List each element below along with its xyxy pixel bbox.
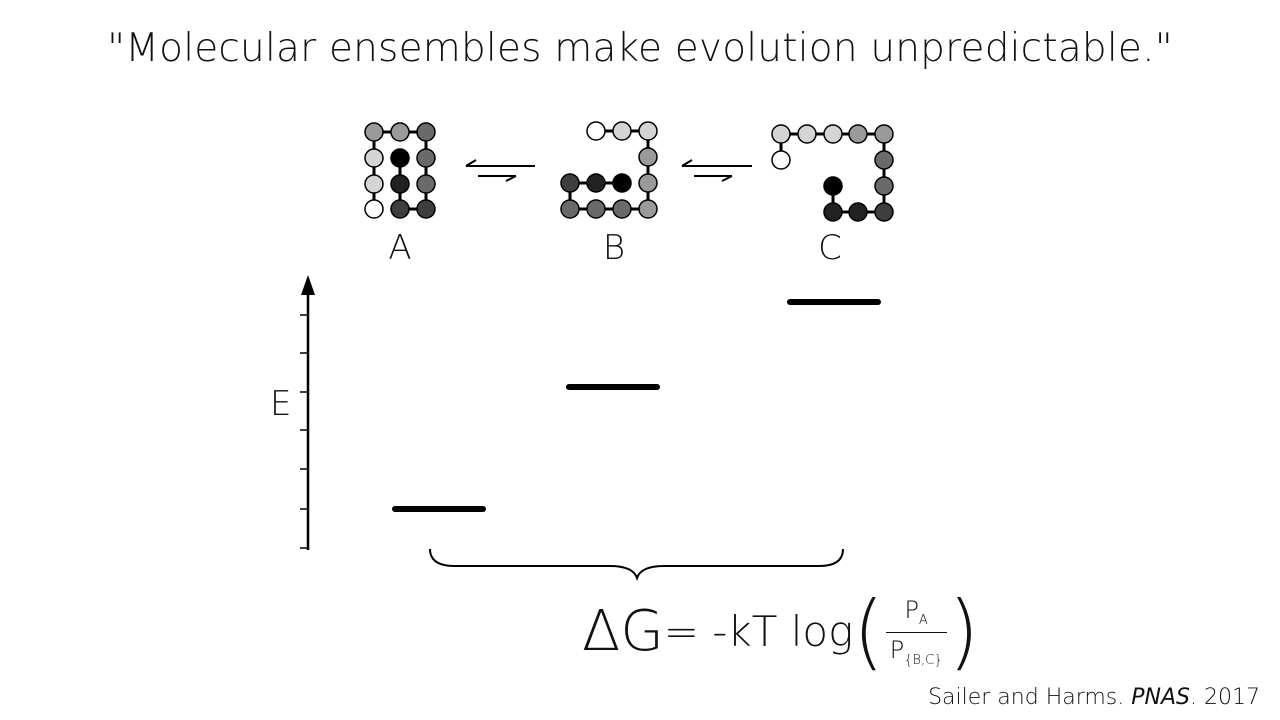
bead [823,202,843,222]
bead [560,199,580,219]
state-label-b: B [602,228,626,268]
bead [874,150,894,170]
bead [848,124,868,144]
g-symbol: G [620,599,664,664]
lattice-a-chain [372,130,428,211]
bead [771,124,791,144]
probability-fraction: PA P{B,C} [885,595,947,669]
bead [416,122,436,142]
bead [416,199,436,219]
curly-brace [429,548,844,582]
lattice-a [372,130,428,211]
bead [586,173,606,193]
bead [874,176,894,196]
bead [364,199,384,219]
bead [390,199,410,219]
bead [823,124,843,144]
bead [848,202,868,222]
lattice-c-beads [771,124,894,222]
numerator: PA [904,595,928,628]
bead [612,199,632,219]
bead [638,199,658,219]
state-label-c: C [818,228,842,268]
bead [638,121,658,141]
energy-axis-label: E [270,384,292,424]
formula-expression: = -kT log [663,607,854,656]
bead [586,199,606,219]
bead [586,121,606,141]
left-paren: ( [853,584,884,680]
bead [797,124,817,144]
bead [364,148,384,168]
energy-levels [392,299,881,512]
energy-axis [300,290,310,550]
bead [416,174,436,194]
bead [874,202,894,222]
lattice-a-beads [364,122,436,219]
right-paren: ) [948,584,979,680]
bead [638,173,658,193]
bead [390,122,410,142]
axis-arrowhead [301,275,315,295]
denominator: P{B,C} [889,636,943,668]
equilibrium-arrow-ab [465,159,535,182]
bead [771,150,791,170]
state-label-a: A [388,228,412,268]
bead [416,148,436,168]
bead [364,174,384,194]
fraction-bar [885,632,947,633]
bead [364,122,384,142]
equilibrium-arrow-bc [681,159,752,182]
bead [874,124,894,144]
citation: Sailer and Harms. PNAS. 2017 [928,685,1260,710]
bead [823,176,843,196]
lattice-b [568,129,650,211]
bead [638,147,658,167]
bead [560,173,580,193]
lattice-b-beads [560,121,658,219]
delta-g-formula: Δ G = -kT log ( PA P{B,C} ) [582,584,979,680]
delta-symbol: Δ [582,599,621,664]
slide-title: "Molecular ensembles make evolution unpr… [107,26,1173,71]
lattice-c [779,132,886,214]
bead [612,173,632,193]
lattice-b-chain [568,129,650,211]
bead [390,148,410,168]
lattice-c-chain [779,132,886,214]
bead [390,174,410,194]
bead [612,121,632,141]
